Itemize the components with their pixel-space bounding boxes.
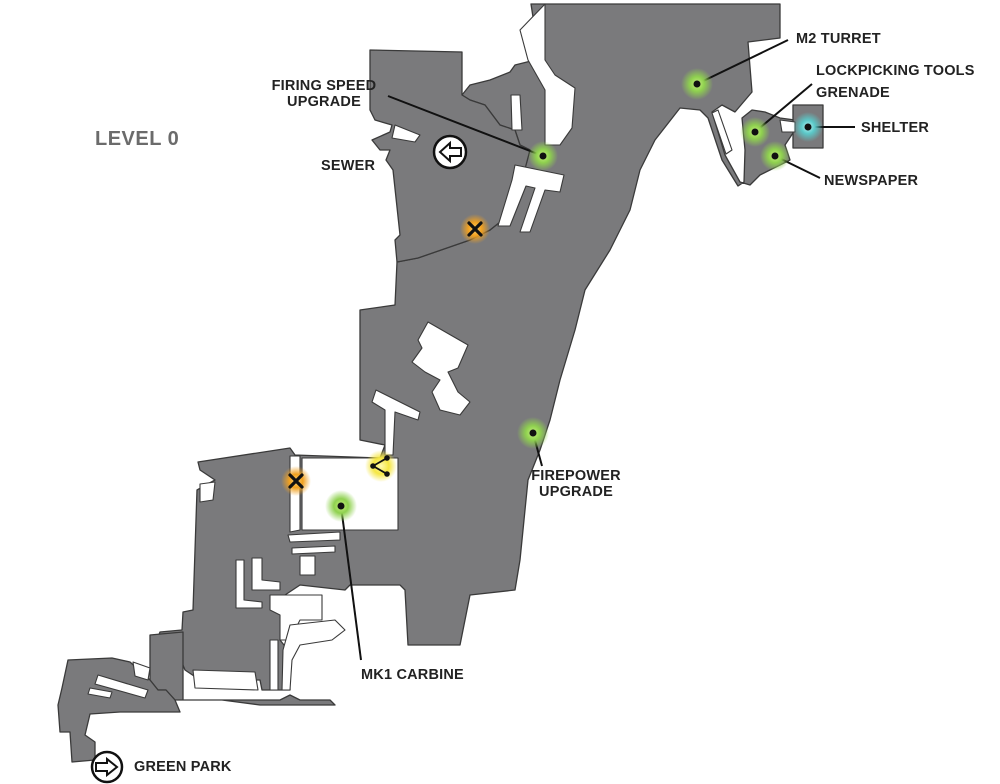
wall-piece <box>269 639 279 691</box>
wall-piece <box>711 109 733 155</box>
label-firing-speed-line1: FIRING SPEED <box>271 78 377 94</box>
wall-piece <box>287 531 341 543</box>
wall-piece <box>371 389 421 456</box>
wall-piece <box>497 164 565 233</box>
wall-piece <box>391 124 421 143</box>
wall-piece <box>192 669 259 691</box>
label-firepower-line2: UPGRADE <box>539 484 613 500</box>
wall-piece <box>132 661 151 681</box>
label-firepower-upgrade: FIREPOWER UPGRADE <box>526 468 626 500</box>
label-firepower-line1: FIREPOWER <box>531 468 621 484</box>
leader-firing-speed <box>387 95 544 157</box>
label-lockpicking-tools: LOCKPICKING TOOLS <box>816 63 975 79</box>
item-marker-grenade[interactable] <box>740 117 770 147</box>
leader-m2-turret <box>696 39 789 85</box>
label-mk1-carbine: MK1 CARBINE <box>361 667 464 683</box>
shelter-marker[interactable] <box>793 112 823 142</box>
label-firing-speed-line2: UPGRADE <box>287 94 361 110</box>
wall-piece <box>779 119 796 133</box>
label-firing-speed-upgrade: FIRING SPEED UPGRADE <box>260 78 388 110</box>
x-marker-icon[interactable] <box>460 214 490 244</box>
item-marker-newspaper[interactable] <box>760 141 790 171</box>
item-marker-m2-turret[interactable] <box>681 68 713 100</box>
label-green-park: GREEN PARK <box>134 759 232 775</box>
arrow-left-circle-icon[interactable] <box>432 134 468 170</box>
arrow-right-circle-icon[interactable] <box>90 750 124 784</box>
wall-piece <box>251 557 281 591</box>
item-marker-firing-speed-upgrade[interactable] <box>528 141 558 171</box>
item-marker-mk1-carbine[interactable] <box>325 490 357 522</box>
item-marker-firepower-upgrade[interactable] <box>517 417 549 449</box>
label-newspaper: NEWSPAPER <box>824 173 919 189</box>
wall-piece <box>87 687 113 699</box>
wall-piece <box>235 559 263 609</box>
share-node-icon[interactable] <box>365 450 397 482</box>
wall-piece <box>510 94 523 131</box>
x-marker-icon[interactable] <box>281 466 311 496</box>
green-park-approach-area <box>57 657 181 763</box>
wall-piece <box>281 619 346 691</box>
leader-mk1-carbine <box>340 505 362 661</box>
level-title: LEVEL 0 <box>95 128 180 150</box>
wall-piece <box>411 321 471 416</box>
label-grenade: GRENADE <box>816 85 890 101</box>
wall-piece <box>199 481 216 503</box>
label-sewer: SEWER <box>321 158 376 174</box>
wall-piece <box>291 545 336 555</box>
markers <box>90 68 823 784</box>
wall-piece <box>519 3 576 146</box>
wall-piece <box>299 555 316 576</box>
label-shelter: SHELTER <box>861 120 929 136</box>
label-m2-turret: M2 TURRET <box>796 31 881 47</box>
wall-piece <box>94 674 149 699</box>
